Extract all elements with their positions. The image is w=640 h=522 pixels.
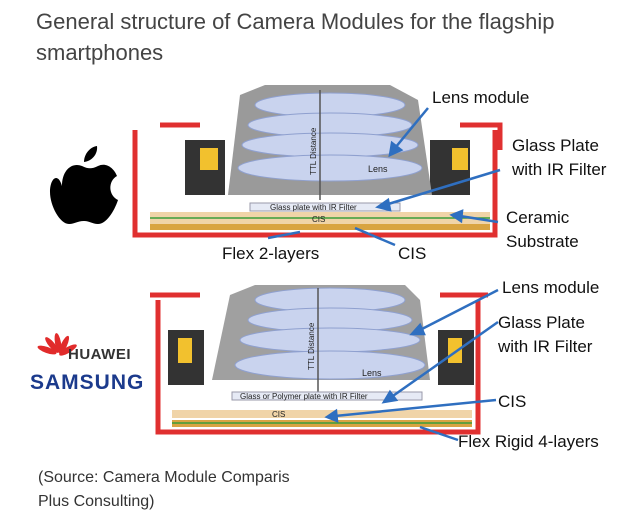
top-label-glass-plate: Glass Plate with IR Filter — [512, 136, 607, 179]
huawei-logo — [37, 333, 77, 356]
apple-logo — [50, 146, 118, 224]
top-arrows — [267, 107, 501, 247]
bottom-glass-text: Glass or Polymer plate with IR Filter — [240, 392, 368, 401]
page-title: General structure of Camera Modules for … — [36, 9, 555, 65]
bottom-lens-stack — [234, 287, 426, 380]
bottom-housing — [155, 300, 481, 435]
top-housing — [132, 130, 498, 238]
top-label-ceramic-substrate: Ceramic Substrate — [506, 208, 579, 251]
bottom-lens-text: Lens — [362, 368, 382, 378]
bottom-camera-module: TTL Distance Lens Glass or Polymer plate… — [150, 285, 499, 442]
bottom-cis-text: CIS — [272, 410, 285, 419]
top-ttl-text: TTL Distance — [309, 127, 318, 175]
bottom-arrows — [324, 288, 499, 442]
top-flex — [150, 224, 490, 230]
bottom-glass-plate — [231, 391, 423, 401]
top-cis-text: CIS — [312, 215, 325, 224]
top-label-lens-module: Lens module — [432, 88, 530, 107]
source-note: (Source: Camera Module Comparis Plus Con… — [38, 469, 290, 510]
bottom-label-flex: Flex Rigid 4-layers — [458, 432, 599, 451]
top-glass-text: Glass plate with IR Filter — [270, 203, 357, 212]
bottom-label-lens-module: Lens module — [502, 278, 600, 297]
top-label-cis: CIS — [398, 244, 427, 263]
bottom-label-cis: CIS — [498, 392, 527, 411]
top-lens-text: Lens — [368, 164, 388, 174]
source-fade-overlay — [330, 470, 640, 522]
samsung-wordmark: SAMSUNG — [30, 371, 145, 394]
top-glass-plate — [249, 202, 401, 212]
top-lens-stack — [237, 92, 423, 182]
huawei-wordmark: HUAWEI — [68, 346, 131, 363]
bottom-ttl-text: TTL Distance — [307, 322, 316, 370]
bottom-label-glass-plate: Glass Plate with IR Filter — [498, 313, 593, 356]
top-camera-module: TTL Distance Lens Glass plate with IR Fi… — [132, 85, 503, 247]
bottom-cis-layer — [172, 410, 472, 418]
top-label-flex: Flex 2-layers — [222, 244, 320, 263]
